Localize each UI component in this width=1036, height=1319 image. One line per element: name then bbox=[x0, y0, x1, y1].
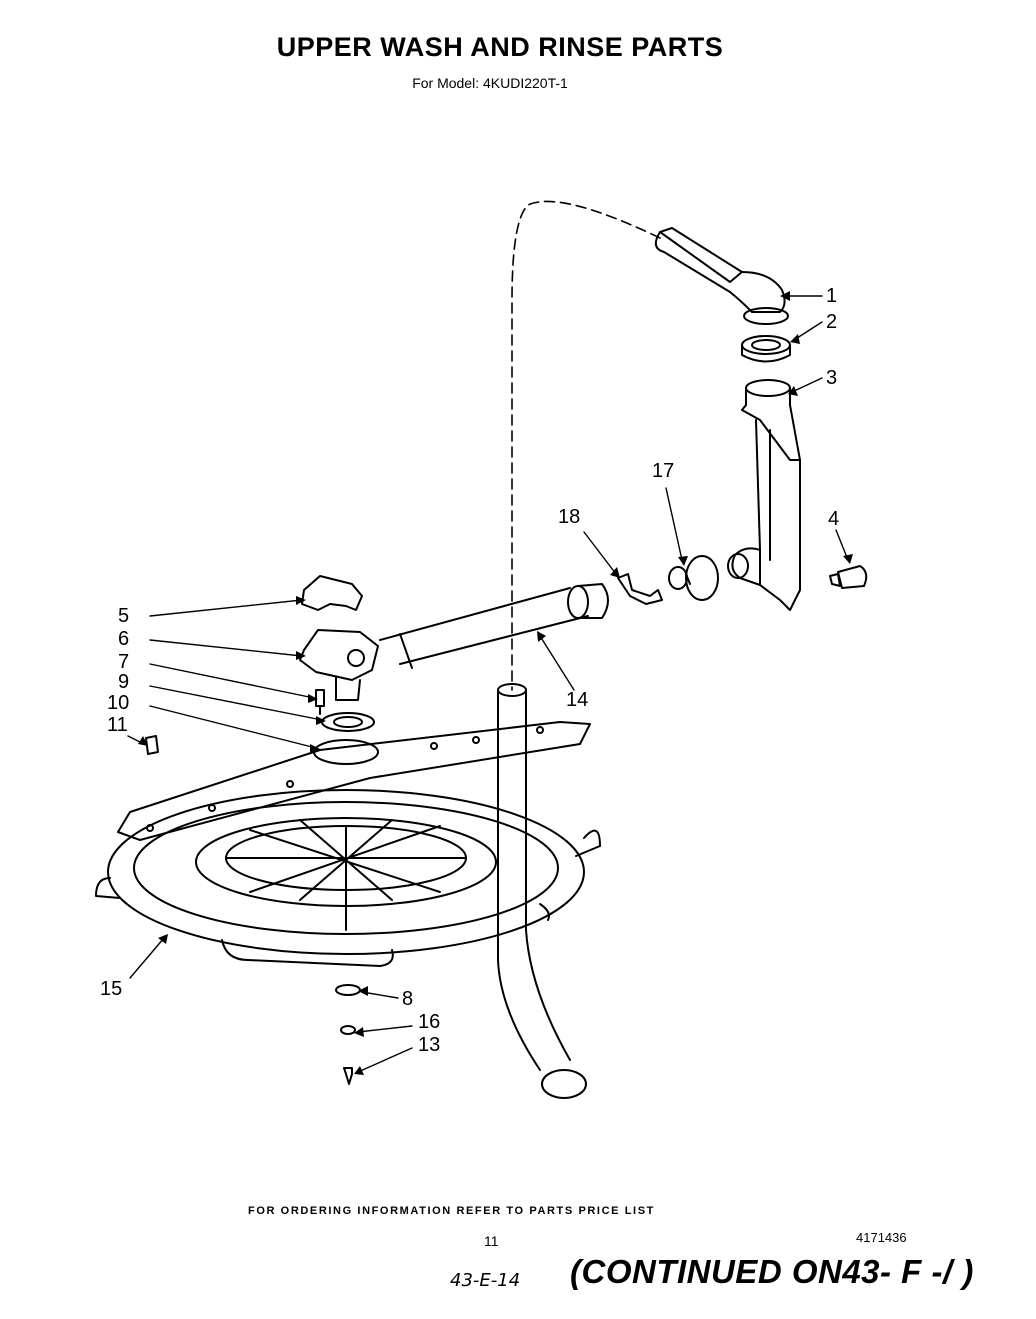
screw-part-7 bbox=[315, 689, 325, 715]
callout-9: 9 bbox=[118, 671, 130, 693]
page-number: 11 bbox=[484, 1233, 499, 1249]
callout-15: 15 bbox=[100, 978, 123, 1000]
callout-13: 13 bbox=[418, 1034, 441, 1056]
leader-lines bbox=[127, 295, 849, 1073]
handwritten-reference: 43-E-14 bbox=[450, 1270, 521, 1291]
rack-part-15 bbox=[95, 789, 601, 967]
washer-part-8 bbox=[335, 984, 361, 996]
callout-10: 10 bbox=[107, 692, 130, 714]
upper-tube-part-1 bbox=[654, 227, 789, 325]
wash-arm-part-10 bbox=[117, 721, 591, 841]
continued-note: (CONTINUED ON43- F -/ ) bbox=[570, 1253, 974, 1290]
callout-16: 16 bbox=[418, 1011, 441, 1033]
nozzle-part-11 bbox=[145, 735, 159, 755]
callout-6: 6 bbox=[118, 628, 130, 650]
callout-3: 3 bbox=[826, 367, 838, 389]
plug-part-4 bbox=[829, 565, 868, 589]
callout-11: 11 bbox=[107, 714, 128, 736]
check-disk-part-17 bbox=[668, 555, 719, 601]
routing-dashed-line bbox=[511, 200, 661, 691]
callout-1: 1 bbox=[826, 285, 838, 307]
document-number: 4171436 bbox=[856, 1230, 907, 1245]
bearing-housing-part-6 bbox=[299, 629, 379, 701]
page-title: UPPER WASH AND RINSE PARTS bbox=[276, 32, 724, 62]
seal-part-9 bbox=[321, 712, 375, 732]
ordering-note: FOR ORDERING INFORMATION REFER TO PARTS … bbox=[248, 1205, 655, 1217]
callout-18: 18 bbox=[558, 506, 581, 528]
model-subtitle: For Model: 4KUDI220T-1 bbox=[412, 75, 568, 91]
callout-5: 5 bbox=[118, 605, 130, 627]
callout-2: 2 bbox=[826, 311, 838, 333]
seal-part-2 bbox=[741, 335, 791, 363]
arrowheads bbox=[138, 291, 853, 1075]
washer-part-16 bbox=[340, 1025, 356, 1035]
clip-part-18 bbox=[617, 573, 663, 605]
callout-8: 8 bbox=[402, 988, 414, 1010]
callout-7: 7 bbox=[118, 651, 130, 673]
callout-17: 17 bbox=[652, 460, 675, 482]
callout-14: 14 bbox=[566, 689, 589, 711]
manifold-part-3 bbox=[727, 379, 801, 611]
screw-part-13 bbox=[343, 1067, 353, 1085]
supply-tube-part-14 bbox=[379, 583, 609, 669]
callout-4: 4 bbox=[828, 508, 840, 530]
cap-part-5 bbox=[301, 575, 363, 611]
